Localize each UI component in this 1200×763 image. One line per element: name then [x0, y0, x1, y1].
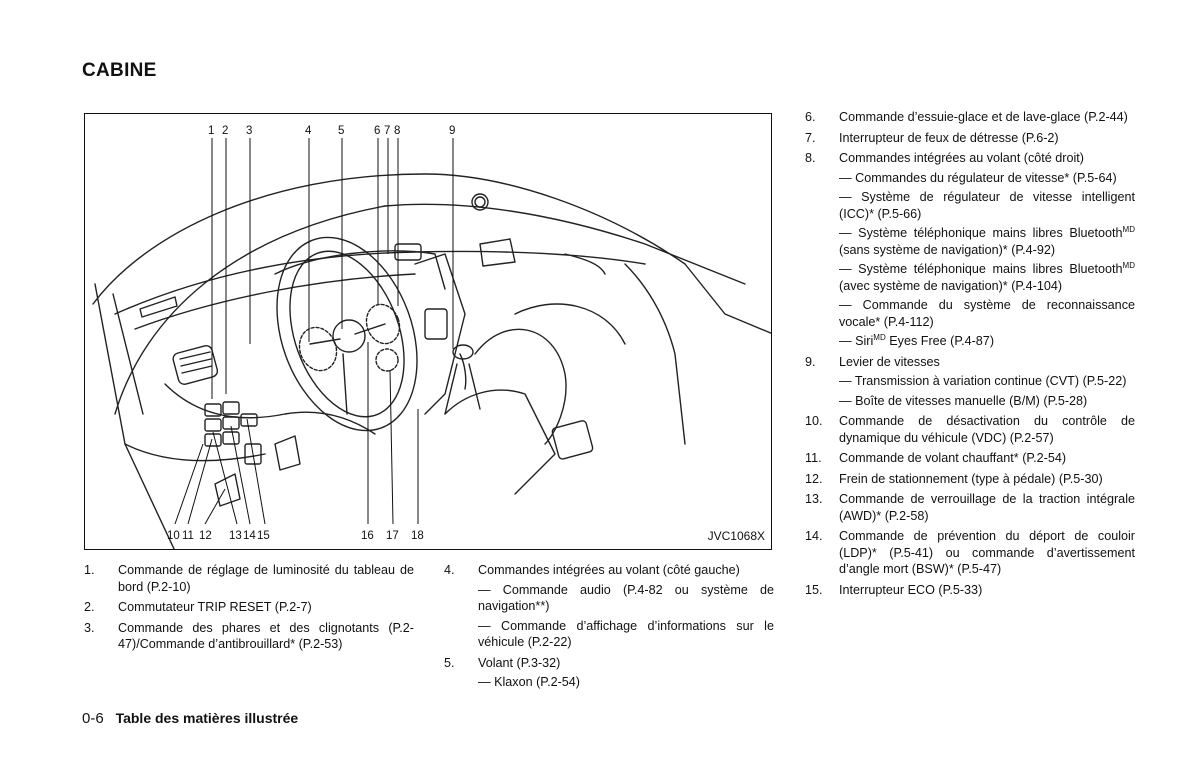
callout-4: 4 [305, 125, 312, 137]
legend-left-column: 1. Commande de réglage de luminosité du … [84, 562, 414, 657]
legend-item-14: 14. Commande de prévention du déport de … [805, 529, 1135, 576]
legend-item-1: 1. Commande de réglage de luminosité du … [84, 563, 414, 594]
callout-15: 15 [257, 530, 270, 542]
callout-18: 18 [411, 530, 424, 542]
legend-item-5: 5. Volant (P.3-32) — Klaxon (P.2-54) [444, 655, 580, 690]
figure-code: JVC1068X [707, 529, 765, 543]
legend-item-9: 9. Levier de vitesses — Transmission à v… [805, 354, 1127, 408]
legend-item-4: 4. Commandes intégrées au volant (côté g… [444, 563, 774, 649]
cabin-drawing: 1 2 3 4 5 6 7 8 9 10 11 12 13 14 15 16 1… [92, 125, 771, 549]
legend-item-15: 15. Interrupteur ECO (P.5-33) [805, 582, 983, 597]
callout-11: 11 [182, 530, 194, 542]
legend-item-7: 7. Interrupteur de feux de détresse (P.6… [805, 130, 1059, 145]
callout-6: 6 [374, 125, 380, 137]
callout-17: 17 [386, 530, 399, 542]
legend-item-13: 13. Commande de verrouillage de la tract… [805, 492, 1135, 523]
callout-3: 3 [246, 125, 252, 137]
callout-2: 2 [222, 125, 228, 137]
legend-item-12: 12. Frein de stationnement (type à pédal… [805, 471, 1103, 486]
legend-item-3: 3. Commande des phares et des clignotant… [84, 620, 414, 652]
legend-middle-column: 4. Commandes intégrées au volant (côté g… [444, 562, 774, 695]
page-footer: 0-6 Table des matières illustrée [82, 710, 298, 727]
callout-13: 13 [229, 530, 242, 542]
legend-right-column: 6. Commande d’essuie-glace et de lave-gl… [805, 109, 1135, 602]
legend-item-2: 2. Commutateur TRIP RESET (P.2-7) [84, 600, 312, 614]
callout-1: 1 [208, 125, 214, 137]
callout-9: 9 [449, 125, 455, 137]
legend-item-8: 8. Commandes intégrées au volant (côté d… [805, 151, 1135, 348]
legend-item-6: 6. Commande d’essuie-glace et de lave-gl… [805, 110, 1128, 124]
page-number: 0-6 [82, 710, 104, 727]
legend-item-11: 11. Commande de volant chauffant* (P.2-5… [805, 451, 1067, 465]
callout-8: 8 [394, 125, 400, 137]
legend-item-10: 10. Commande de désactivation du contrôl… [805, 414, 1135, 445]
callout-16: 16 [361, 530, 374, 542]
callout-12: 12 [199, 530, 212, 542]
callout-14: 14 [243, 530, 256, 542]
callout-10: 10 [167, 530, 180, 542]
section-heading: CABINE [82, 60, 157, 81]
cabin-illustration: 1 2 3 4 5 6 7 8 9 10 11 12 13 14 15 16 1… [84, 113, 772, 550]
callout-5: 5 [338, 125, 344, 137]
footer-title: Table des matières illustrée [115, 710, 299, 726]
callout-7: 7 [384, 125, 390, 137]
